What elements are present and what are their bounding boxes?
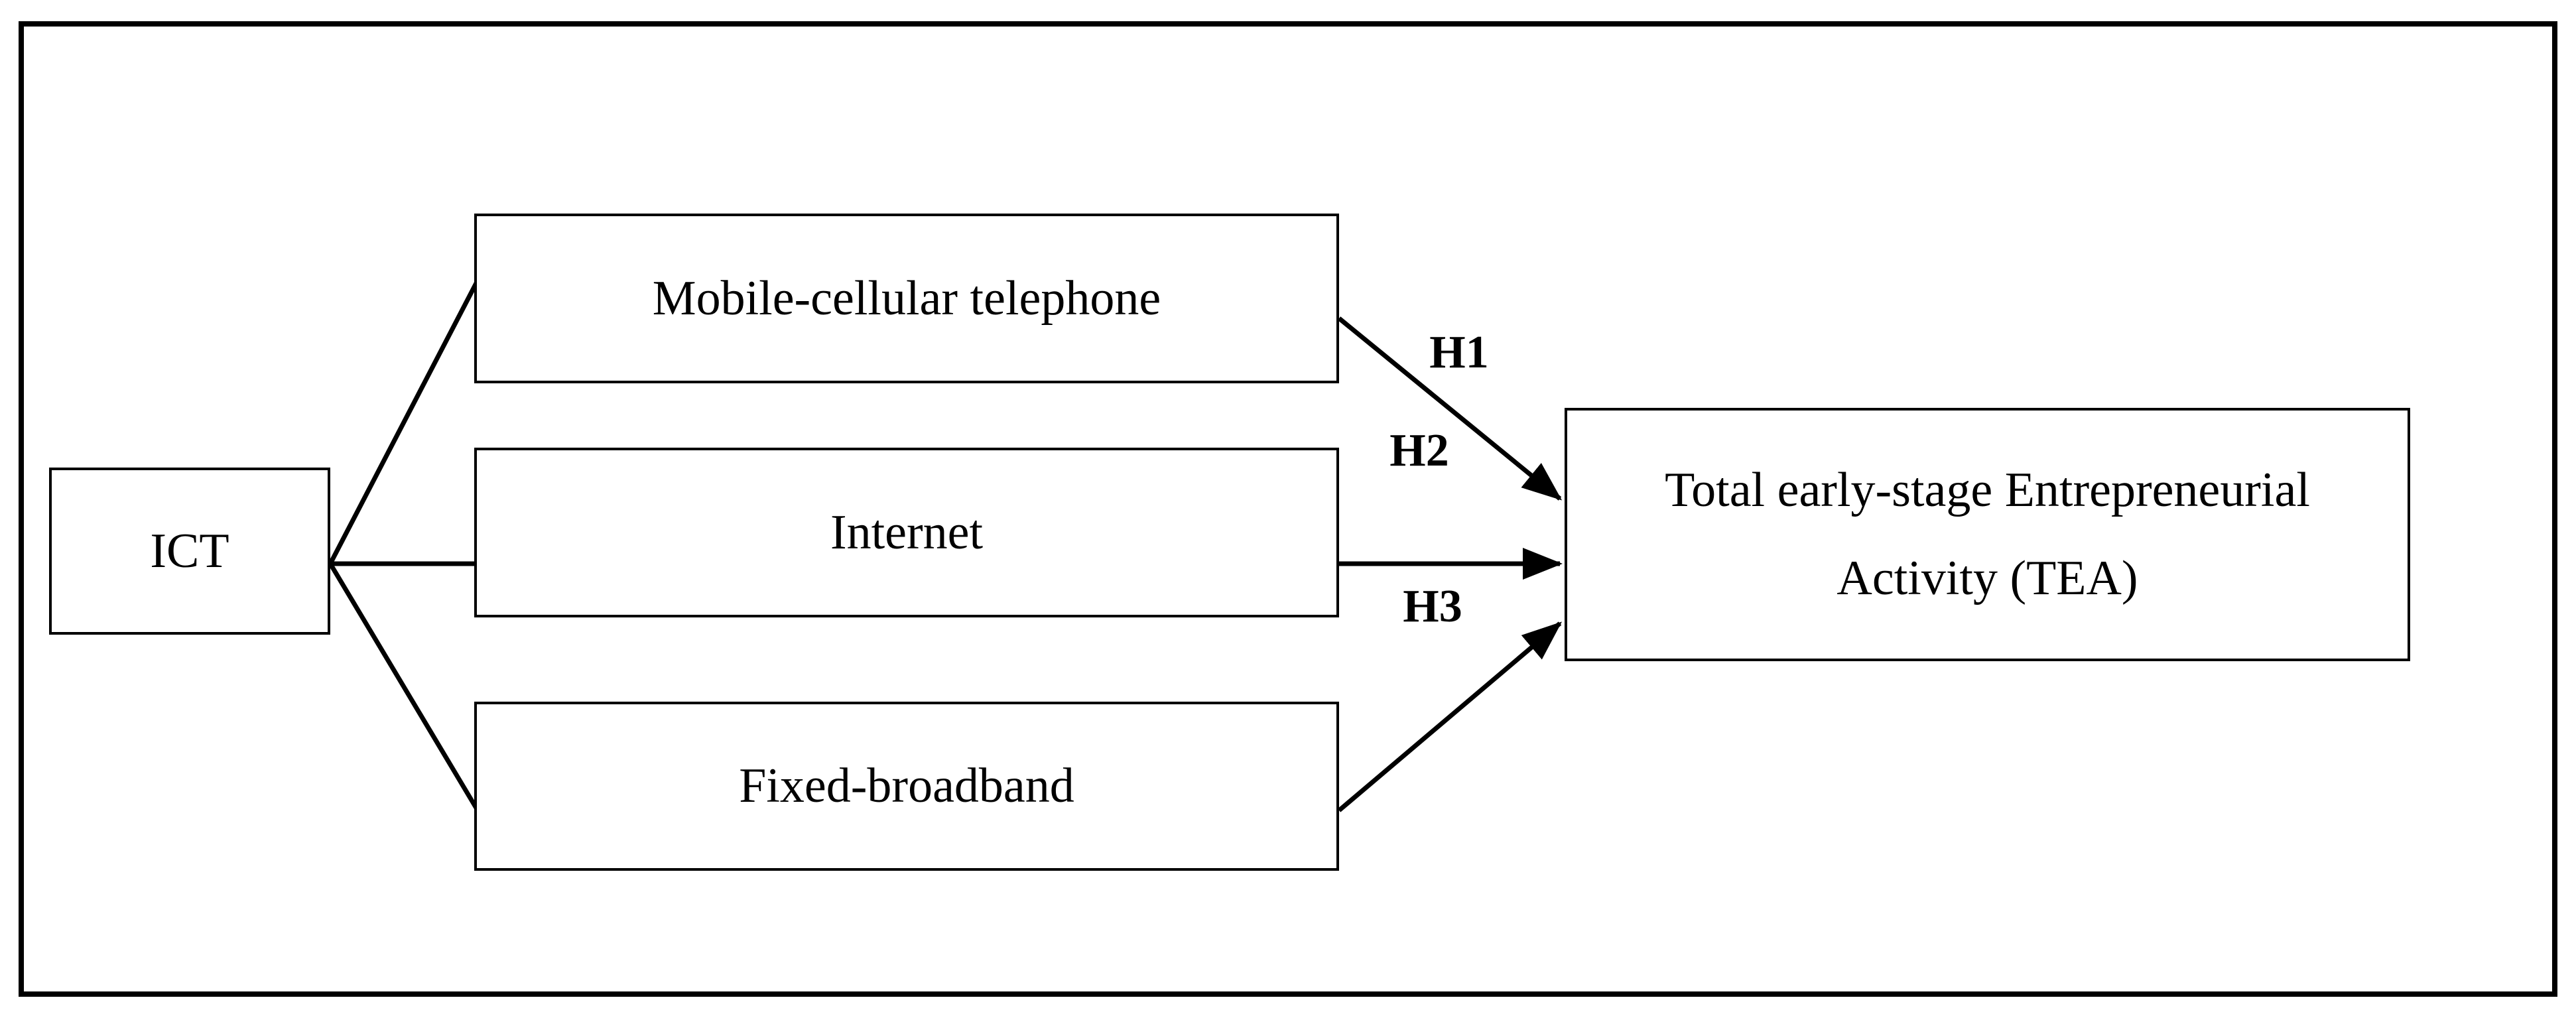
tea-label-line2: Activity (TEA)	[1836, 551, 2138, 605]
h1-arrow-mobile-to-tea	[1337, 316, 1563, 501]
hypothesis-label-h1: H1	[1429, 327, 1489, 378]
mobile-cellular-telephone-box: Mobile-cellular telephone	[474, 214, 1339, 383]
tea-box: Total early-stage Entrepreneurial Activi…	[1565, 408, 2410, 661]
ict-box: ICT	[49, 468, 330, 635]
internet-box: Internet	[474, 448, 1339, 617]
ict-to-fixed-broadband-line	[328, 562, 480, 810]
mobile-cellular-telephone-label: Mobile-cellular telephone	[652, 271, 1161, 326]
fixed-broadband-label: Fixed-broadband	[739, 759, 1074, 814]
ict-box-label: ICT	[150, 523, 229, 578]
h3-arrow-fixed-broadband-to-tea	[1337, 621, 1563, 812]
tea-label-line1: Total early-stage Entrepreneurial	[1665, 462, 2310, 517]
figure-border	[19, 21, 2557, 997]
internet-label: Internet	[830, 505, 984, 560]
hypothesis-label-h3: H3	[1403, 581, 1462, 632]
ict-to-mobile-line	[328, 281, 480, 565]
fixed-broadband-box: Fixed-broadband	[474, 702, 1339, 871]
hypothesis-label-h2: H2	[1389, 425, 1449, 476]
